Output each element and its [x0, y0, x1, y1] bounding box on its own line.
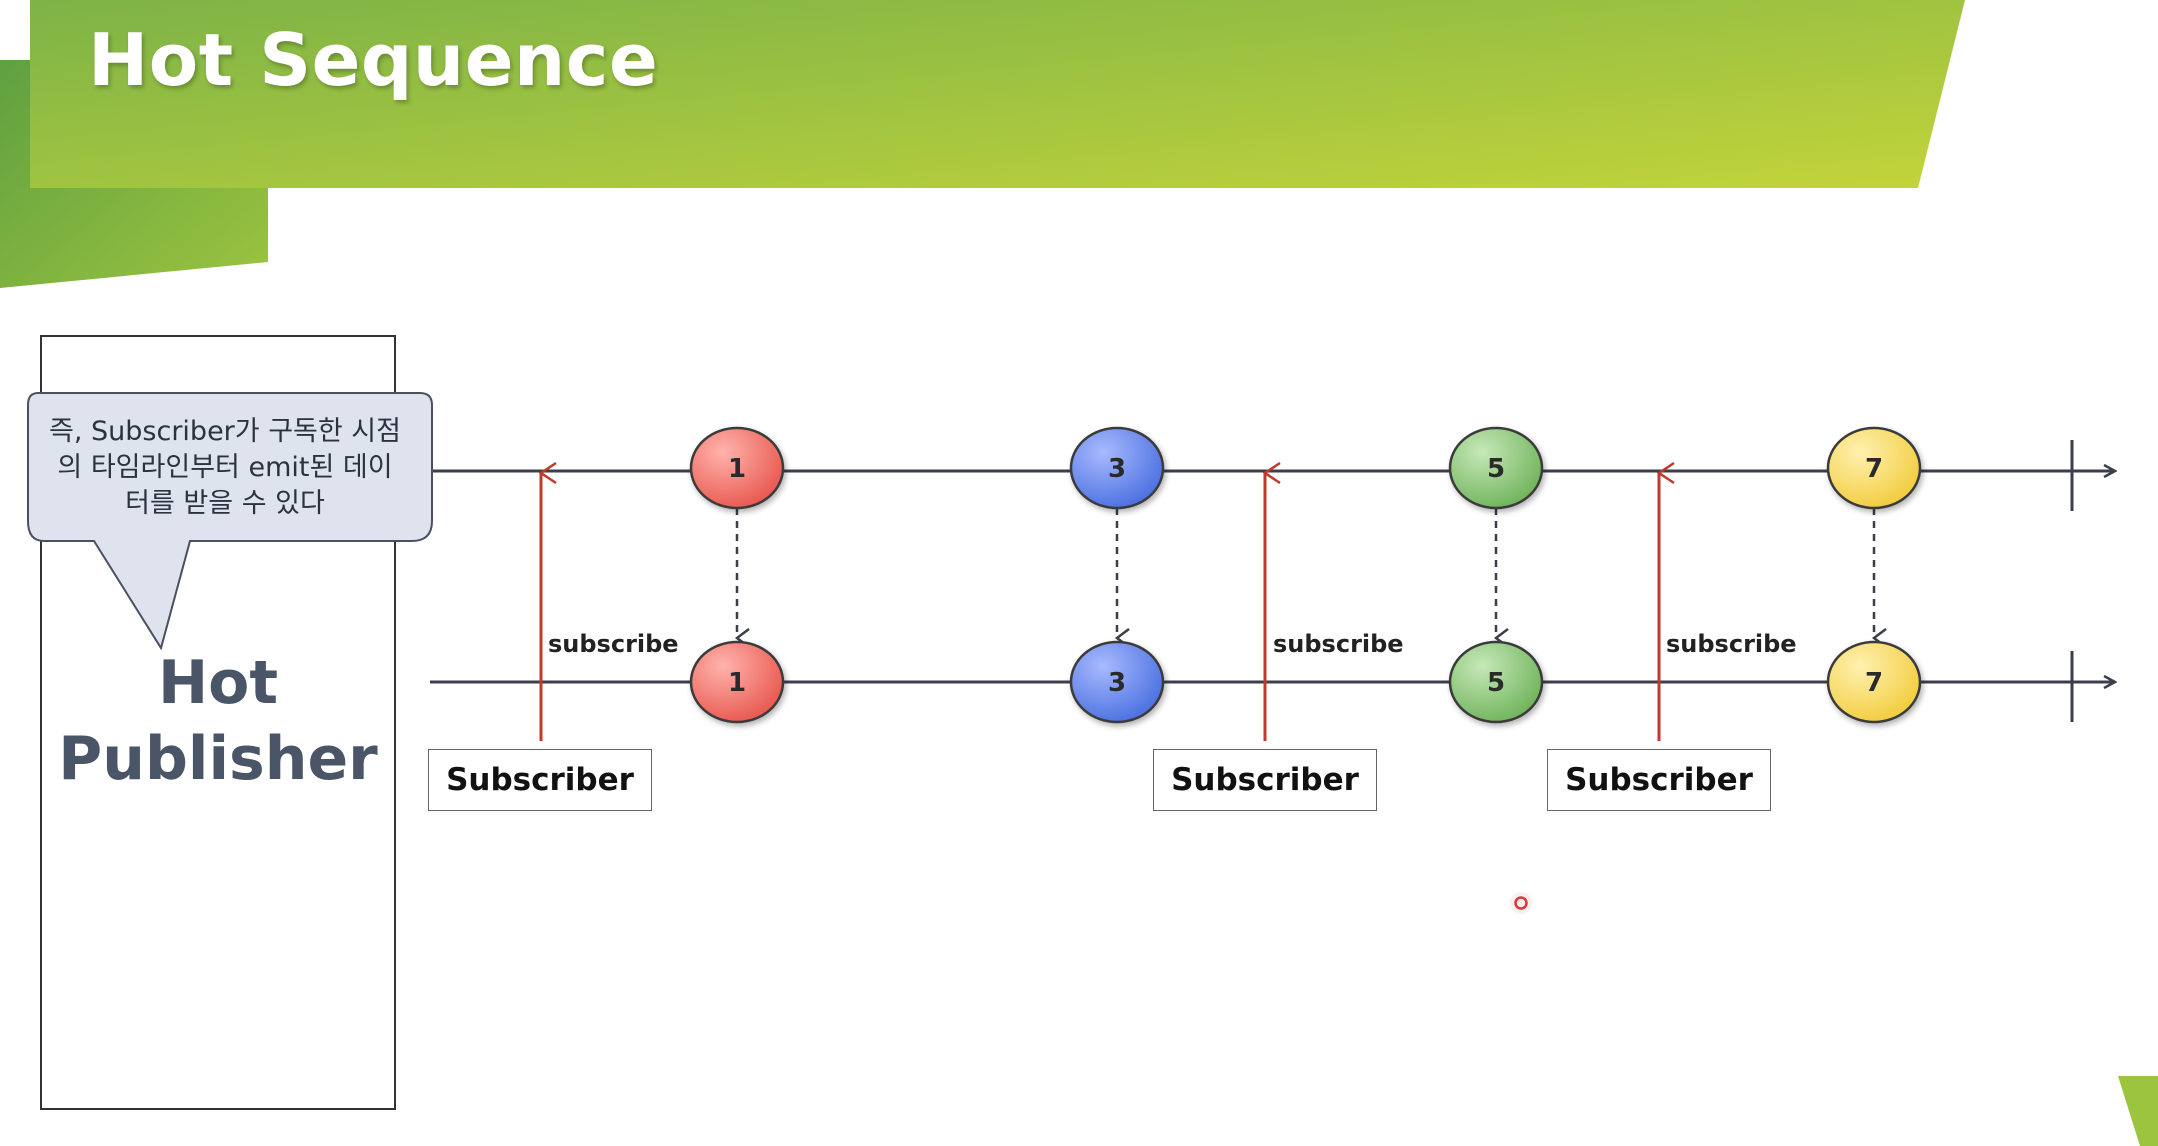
received-marble-7: 7 — [1826, 640, 1922, 724]
corner-accent — [2118, 1076, 2158, 1146]
svg-text:7: 7 — [1865, 668, 1883, 698]
banner-left-accent — [0, 60, 268, 288]
svg-text:5: 5 — [1487, 668, 1505, 698]
source-marble-7: 7 — [1826, 426, 1922, 510]
source-marble-5: 5 — [1448, 426, 1544, 510]
source-marble-3: 3 — [1069, 426, 1165, 510]
pointer-dot — [1510, 892, 1532, 914]
svg-text:1: 1 — [728, 454, 746, 484]
publisher-label: Hot Publisher — [58, 648, 378, 794]
received-marble-1: 1 — [689, 640, 785, 724]
slide-title: Hot Sequence — [88, 18, 659, 102]
subscribe-label-2: subscribe — [1273, 630, 1404, 658]
source-marble-1: 1 — [689, 426, 785, 510]
svg-text:1: 1 — [728, 668, 746, 698]
subscriber-box-1: Subscriber — [428, 749, 652, 811]
svg-text:7: 7 — [1865, 454, 1883, 484]
subscribe-label-1: subscribe — [548, 630, 679, 658]
banner-main — [30, 0, 1965, 188]
subscriber-box-3: Subscriber — [1547, 749, 1771, 811]
subscriber-box-2: Subscriber — [1153, 749, 1377, 811]
received-marble-5: 5 — [1448, 640, 1544, 724]
svg-text:3: 3 — [1108, 454, 1126, 484]
received-marble-3: 3 — [1069, 640, 1165, 724]
svg-text:5: 5 — [1487, 454, 1505, 484]
title-banner — [0, 0, 1965, 288]
speech-bubble — [27, 392, 433, 651]
callout-text: 즉, Subscriber가 구독한 시점의 타임라인부터 emit된 데이터를… — [49, 415, 401, 519]
subscribe-label-3: subscribe — [1666, 630, 1797, 658]
svg-text:3: 3 — [1108, 668, 1126, 698]
